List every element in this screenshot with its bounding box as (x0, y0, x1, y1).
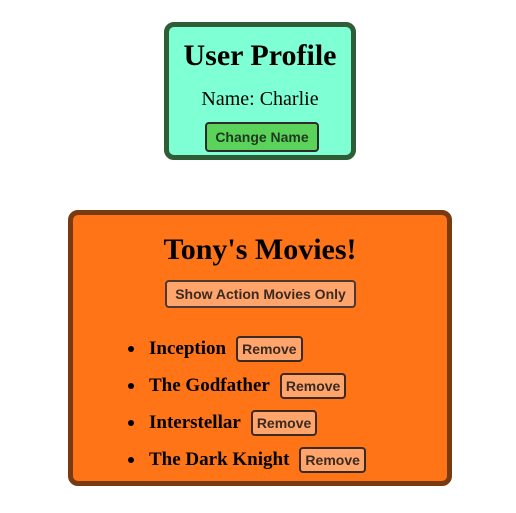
remove-movie-button[interactable]: Remove (236, 336, 303, 362)
movies-title: Tony's Movies! (163, 233, 357, 266)
movies-card: Tony's Movies! Show Action Movies Only I… (68, 210, 452, 486)
remove-movie-button[interactable]: Remove (250, 410, 318, 436)
movie-title: The Dark Knight (149, 449, 290, 470)
movie-title: Inception (149, 338, 227, 359)
bullet-icon (128, 420, 134, 426)
bullet-icon (128, 346, 134, 352)
change-name-button[interactable]: Change Name (205, 122, 319, 152)
bullet-icon (128, 457, 134, 463)
user-profile-card: User Profile Name: Charlie Change Name (164, 22, 356, 160)
movie-list-item: The Dark Knight Remove (128, 445, 366, 475)
movie-title: Interstellar (149, 412, 241, 433)
profile-name-text: Name: Charlie (201, 88, 319, 110)
remove-movie-button[interactable]: Remove (299, 447, 366, 473)
movie-list-item: The Godfather Remove (128, 371, 347, 401)
movie-title: The Godfather (149, 375, 270, 396)
movie-list-item: Inception Remove (128, 334, 303, 364)
show-action-movies-button[interactable]: Show Action Movies Only (165, 280, 356, 308)
profile-title: User Profile (183, 39, 337, 72)
bullet-icon (128, 383, 134, 389)
remove-movie-button[interactable]: Remove (279, 373, 347, 399)
movie-list-item: Interstellar Remove (128, 408, 318, 438)
